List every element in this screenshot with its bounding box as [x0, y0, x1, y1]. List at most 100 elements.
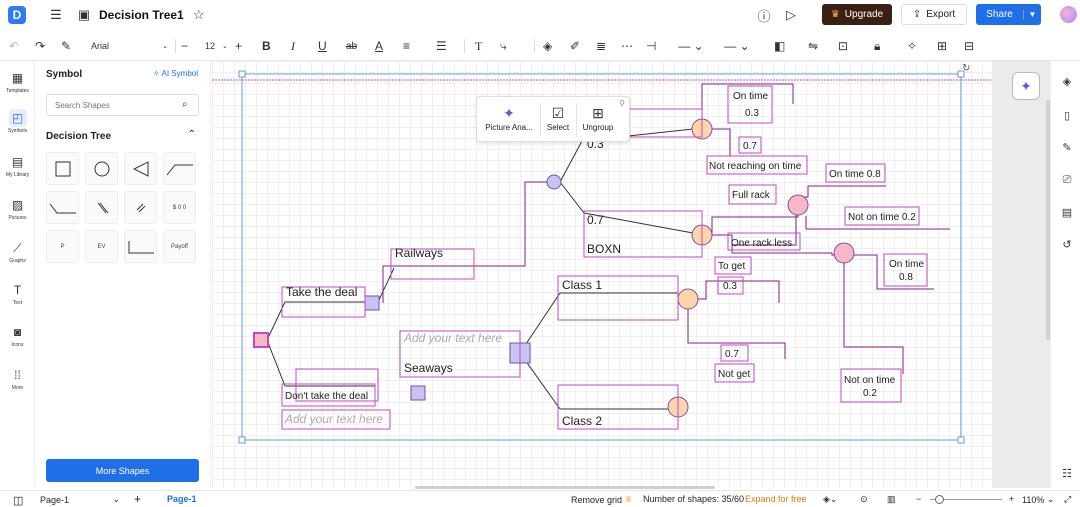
ai-assistant-button[interactable]: ✦	[1012, 72, 1040, 100]
decision-node-railways-seaways[interactable]	[364, 295, 380, 311]
presentation-icon[interactable]: ⎚	[1062, 173, 1072, 186]
select-button[interactable]: ☑ Select	[543, 103, 573, 139]
selection-handle[interactable]	[238, 70, 246, 78]
label-not-get-val[interactable]: 0.7	[725, 349, 739, 360]
label-on-time-b-val[interactable]: 0.8	[899, 272, 913, 283]
selection-handle[interactable]	[238, 436, 246, 444]
shape-dash-diagonal[interactable]	[124, 191, 157, 224]
decision-node-dont-take[interactable]	[410, 385, 426, 401]
pin-icon[interactable]: ⚲	[619, 99, 625, 108]
underline-icon[interactable]: U	[318, 39, 327, 53]
shape-diagonal[interactable]	[85, 191, 118, 224]
rail-pictures[interactable]: ▨Pictures	[8, 198, 27, 221]
label-boxn[interactable]: BOXN	[587, 242, 621, 256]
flip-icon[interactable]: ⇋	[808, 39, 819, 53]
shape-line-down[interactable]	[46, 191, 79, 224]
label-not-reaching-val[interactable]: 0.7	[743, 141, 757, 152]
layout-icon[interactable]: ⊞	[937, 39, 948, 53]
layers-icon[interactable]: ◈⌄	[823, 494, 838, 504]
rail-symbols[interactable]: ◰Symbols	[7, 109, 28, 134]
label-on-time-a-val[interactable]: 0.3	[745, 108, 759, 119]
rail-templates[interactable]: ▦Templates	[6, 71, 29, 94]
ungroup-button[interactable]: ⊞ Ungroup	[579, 103, 617, 139]
shape-chance-circle[interactable]	[85, 152, 118, 185]
label-not-on-time-c-val[interactable]: 0.2	[863, 388, 877, 399]
search-icon[interactable]: ⌕	[182, 99, 188, 110]
chevron-up-icon[interactable]: ⌃	[187, 129, 196, 140]
shape-decision-line[interactable]	[124, 230, 157, 263]
increase-font-icon[interactable]: +	[235, 39, 243, 53]
zoom-level[interactable]: 110% ⌄	[1022, 494, 1055, 505]
document-title[interactable]: Decision Tree1	[99, 8, 184, 22]
line-weight-icon[interactable]: ≣	[596, 39, 607, 53]
share-button[interactable]: Share ▼	[976, 4, 1041, 25]
fill-icon[interactable]: ◈	[1062, 75, 1072, 88]
label-class1[interactable]: Class 1	[562, 278, 602, 292]
book-icon[interactable]: ▥	[887, 494, 896, 504]
rail-my-library[interactable]: ▤My Library	[5, 155, 30, 178]
shape-probability[interactable]: P	[46, 230, 79, 263]
focus-icon[interactable]: ⊙	[860, 494, 868, 504]
fullscreen-icon[interactable]: ⤢	[1064, 494, 1072, 504]
line-spacing-icon[interactable]: ☰	[436, 39, 447, 53]
shape-payoff[interactable]: Payoff	[163, 230, 196, 263]
font-family-select[interactable]: Arial⌄	[85, 37, 169, 55]
page-tab[interactable]: Page-1	[167, 494, 197, 504]
strikethrough-icon[interactable]: ab	[346, 40, 358, 52]
dash-style-icon[interactable]: ⋯	[621, 39, 633, 53]
shape-decision-square[interactable]	[46, 152, 79, 185]
label-p07-boxn[interactable]: 0.7	[587, 213, 604, 227]
fill-icon[interactable]: ◈	[543, 39, 553, 53]
page-icon[interactable]: ▤	[1061, 206, 1073, 219]
label-one-rack-less[interactable]: One rack less	[731, 238, 792, 249]
chance-node-railways[interactable]	[546, 174, 562, 190]
zoom-out-icon[interactable]: −	[916, 494, 922, 504]
search-input[interactable]	[46, 94, 199, 116]
selection-box[interactable]	[241, 73, 962, 441]
add-page-icon[interactable]: +	[134, 492, 142, 506]
selection-handle[interactable]	[957, 70, 965, 78]
menu-icon[interactable]: ☰	[50, 7, 62, 22]
star-icon[interactable]: ☆	[192, 7, 205, 22]
label-seaways[interactable]: Seaways	[404, 361, 453, 375]
label-on-time-b[interactable]: On time	[889, 259, 924, 270]
avatar[interactable]	[1060, 6, 1077, 23]
connector-icon[interactable]: ⤷	[500, 38, 507, 53]
undo-icon[interactable]: ↶	[9, 39, 20, 53]
remove-grid-button[interactable]: Remove grid ♛	[571, 494, 633, 505]
chance-node-one-rack-less[interactable]	[833, 242, 855, 264]
line-end-select[interactable]: — ⌄	[724, 39, 750, 53]
ai-symbol-link[interactable]: ✧ AI Symbol	[153, 69, 198, 78]
label-to-get-val[interactable]: 0.3	[723, 281, 737, 292]
shape-value[interactable]: $ 0 0	[163, 191, 196, 224]
magic-icon[interactable]: ✧	[907, 39, 918, 53]
settings-icon[interactable]: ☷	[1062, 467, 1072, 480]
horizontal-scrollbar[interactable]	[415, 486, 715, 489]
label-full-rack[interactable]: Full rack	[732, 190, 771, 201]
lock-icon[interactable]: 🔒︎	[874, 38, 881, 53]
label-dont-take-deal[interactable]: Don't take the deal	[285, 391, 368, 402]
upgrade-button[interactable]: ♛ Upgrade	[822, 4, 892, 25]
vertical-scrollbar[interactable]	[1046, 100, 1050, 340]
bold-icon[interactable]: B	[262, 39, 271, 53]
text-icon[interactable]: T	[475, 38, 483, 53]
shadow-icon[interactable]: ◧	[774, 39, 786, 53]
align-icon[interactable]: ≡	[403, 39, 411, 53]
chance-node-class1[interactable]	[677, 288, 699, 310]
style-icon[interactable]: ▯	[1063, 109, 1071, 122]
history-icon[interactable]: ↺	[1062, 238, 1072, 251]
label-on-time-08[interactable]: On time 0.8	[829, 169, 881, 180]
chevron-down-icon[interactable]: ▼	[1023, 10, 1041, 19]
zoom-slider[interactable]	[930, 499, 1002, 500]
play-icon[interactable]: ▷	[786, 7, 796, 22]
page-select[interactable]: Page-1⌄	[40, 494, 120, 505]
label-add-text-2[interactable]: Add your text here	[403, 331, 502, 345]
page-layout-icon[interactable]: ◫	[13, 495, 24, 507]
settings-icon[interactable]: ⊟	[964, 39, 975, 53]
brush-icon[interactable]: ✎	[1062, 141, 1072, 154]
rail-more[interactable]: ⁞⁞More	[0, 366, 35, 391]
save-icon[interactable]: ▣	[77, 7, 91, 22]
more-shapes-button[interactable]: More Shapes	[46, 459, 199, 482]
redo-icon[interactable]: ↷	[35, 39, 46, 53]
